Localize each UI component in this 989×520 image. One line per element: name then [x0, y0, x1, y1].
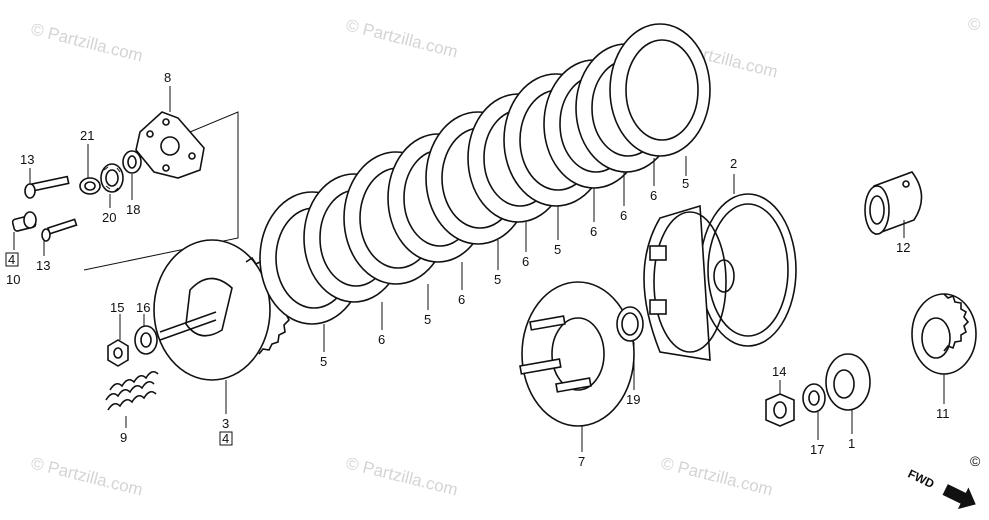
- part-16-washer: [134, 325, 158, 355]
- part-7-clutch-center: [519, 281, 635, 427]
- callout-2: 2: [730, 156, 737, 171]
- callout-9: 9: [120, 430, 127, 445]
- callout-6: 6: [522, 254, 529, 269]
- watermark-text: © Partzilla.com: [29, 453, 145, 499]
- part-9-spring: [105, 370, 159, 411]
- fwd-label: FWD: [906, 467, 937, 492]
- callout-5: 5: [494, 272, 501, 287]
- part-10-lifter-rod: [11, 211, 37, 232]
- callout-21: 21: [80, 128, 94, 143]
- callouts: 8 21 20 18 13 13 4 10 15 16 9 3 4 5 6 5 …: [5, 70, 950, 469]
- callout-8: 8: [164, 70, 171, 85]
- callout-15: 15: [110, 300, 124, 315]
- subassembly-bracket: [83, 111, 239, 271]
- callout-6: 6: [620, 208, 627, 223]
- fwd-arrow-icon: [942, 484, 976, 510]
- watermark-text: © Partzilla.com: [659, 453, 775, 499]
- callout-6: 6: [650, 188, 657, 203]
- part-12-collar: [864, 171, 923, 236]
- callout-17: 17: [810, 442, 824, 457]
- fwd-arrow: FWD: [906, 467, 976, 510]
- callout-16: 16: [136, 300, 150, 315]
- part-17-washer: [802, 383, 826, 413]
- callout-3-box: [219, 431, 233, 446]
- callout-12: 12: [896, 240, 910, 255]
- callout-13-lower: 13: [36, 258, 50, 273]
- callout-6: 6: [590, 224, 597, 239]
- watermark-text: © Partzilla.com: [344, 453, 460, 499]
- part-18-washer: [122, 150, 142, 174]
- watermark-text: © Partzilla.com: [29, 19, 145, 65]
- part-8-lifter-plate: [135, 111, 205, 179]
- watermark-text: ©: [968, 15, 981, 34]
- callout-10-boxed: 4: [8, 252, 15, 267]
- part-11-gear: [911, 293, 977, 375]
- callout-5: 5: [682, 176, 689, 191]
- callout-10-box: [5, 252, 19, 267]
- callout-1: 1: [848, 436, 855, 451]
- part-19-washer: [616, 306, 644, 342]
- part-13-bolt-lower: [41, 218, 78, 242]
- part-13-bolt-upper: [24, 175, 70, 199]
- callout-13-upper: 13: [20, 152, 34, 167]
- callout-14: 14: [772, 364, 786, 379]
- part-1-gear: [825, 353, 871, 411]
- leader-lines: [13, 86, 945, 452]
- callout-7: 7: [578, 454, 585, 469]
- callout-11: 11: [936, 406, 950, 421]
- callout-5: 5: [424, 312, 431, 327]
- copyright-mark: ©: [970, 453, 981, 469]
- watermarks: © Partzilla.com © Partzilla.com © Partzi…: [29, 15, 981, 500]
- part-21-washer: [79, 177, 101, 195]
- clutch-disc-stack: [259, 23, 711, 325]
- part-3-pressure-plate: [153, 239, 291, 381]
- callout-3: 3: [222, 416, 229, 431]
- callout-5: 5: [320, 354, 327, 369]
- part-5-friction-disc: [609, 23, 711, 157]
- part-20-bearing: [100, 163, 124, 193]
- callout-6: 6: [458, 292, 465, 307]
- callout-3-boxed: 4: [222, 431, 229, 446]
- part-2-clutch-outer: [643, 193, 797, 361]
- callout-5: 5: [554, 242, 561, 257]
- callout-10: 10: [6, 272, 20, 287]
- watermark-text: © Partzilla.com: [344, 15, 460, 61]
- callout-6: 6: [378, 332, 385, 347]
- callout-20: 20: [102, 210, 116, 225]
- callout-18: 18: [126, 202, 140, 217]
- part-14-nut: [765, 393, 795, 427]
- part-15-nut: [107, 339, 129, 367]
- callout-19: 19: [626, 392, 640, 407]
